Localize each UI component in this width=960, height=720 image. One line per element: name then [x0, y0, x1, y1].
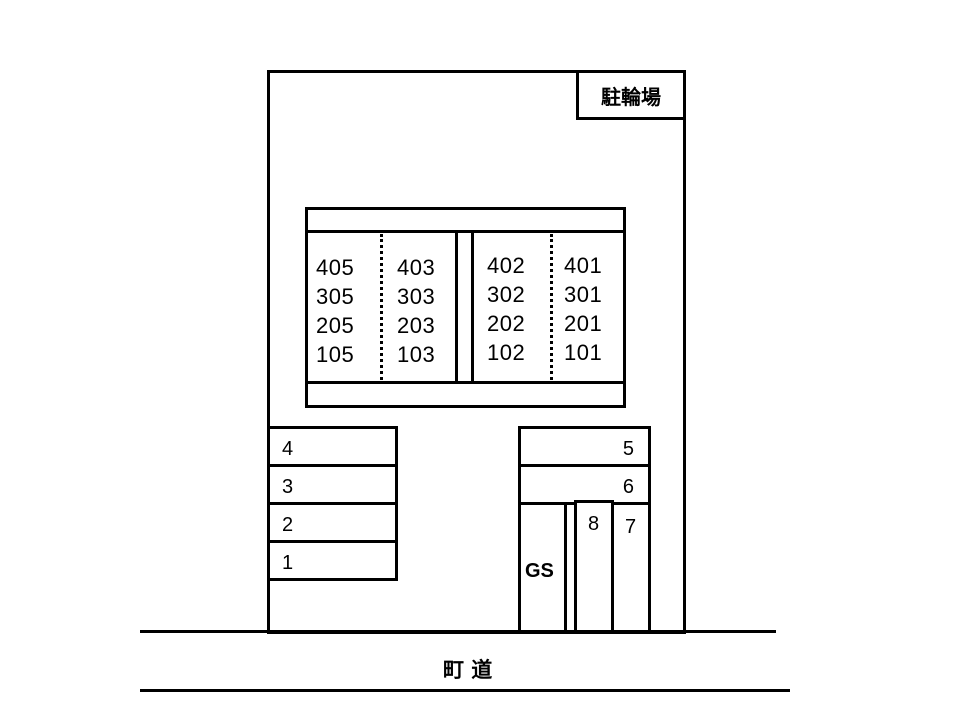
unit-number: 103	[397, 342, 436, 367]
parking-space-3: 3	[267, 464, 398, 505]
unit-number: 302	[487, 282, 526, 307]
gas-station-area: GS	[518, 502, 567, 634]
building-center-divider-left	[455, 230, 458, 384]
unit-number: 203	[397, 313, 436, 338]
bicycle-parking-label: 駐輪場	[601, 84, 661, 109]
unit-number: 105	[316, 342, 355, 367]
parking-space-1: 1	[267, 540, 398, 581]
building-bottom-strip	[305, 380, 626, 408]
unit-divider-right	[550, 234, 553, 380]
unit-number: 405	[316, 255, 355, 280]
bicycle-parking-box: 駐輪場	[576, 70, 686, 120]
parking-space-number: 2	[282, 514, 294, 536]
unit-divider-left	[380, 234, 383, 380]
road-edge-bottom	[140, 689, 790, 692]
parking-space-2: 2	[267, 502, 398, 543]
unit-column-1: 405 305 205 105	[316, 253, 354, 369]
parking-space-number: 6	[622, 476, 634, 498]
unit-column-3: 402 302 202 102	[487, 251, 525, 367]
parking-space-number: 5	[622, 438, 634, 460]
building-center-divider-right	[471, 230, 474, 384]
parking-space-number: 3	[282, 476, 294, 498]
unit-number: 205	[316, 313, 355, 338]
parking-space-4: 4	[267, 426, 398, 467]
unit-number: 403	[397, 255, 436, 280]
building-units-block	[305, 230, 626, 384]
unit-column-2: 403 303 203 103	[397, 253, 435, 369]
parking-space-number: 4	[282, 438, 294, 460]
unit-number: 101	[564, 340, 603, 365]
parking-space-number: 7	[625, 516, 637, 538]
unit-number: 401	[564, 253, 603, 278]
gas-station-label: GS	[525, 560, 554, 582]
unit-number: 305	[316, 284, 355, 309]
road-label: 町 道	[443, 658, 493, 682]
parking-space-8: 8	[574, 500, 614, 634]
unit-column-4: 401 301 201 101	[564, 251, 602, 367]
unit-number: 303	[397, 284, 436, 309]
parking-space-7: 7	[611, 502, 651, 634]
parking-space-6: 6	[518, 464, 651, 505]
unit-number: 102	[487, 340, 526, 365]
parking-space-number: 1	[282, 552, 294, 574]
unit-number: 402	[487, 253, 526, 278]
road-edge-top	[140, 630, 776, 633]
unit-number: 202	[487, 311, 526, 336]
parking-space-number: 8	[588, 513, 600, 535]
unit-number: 201	[564, 311, 603, 336]
parking-space-5: 5	[518, 426, 651, 467]
unit-number: 301	[564, 282, 603, 307]
